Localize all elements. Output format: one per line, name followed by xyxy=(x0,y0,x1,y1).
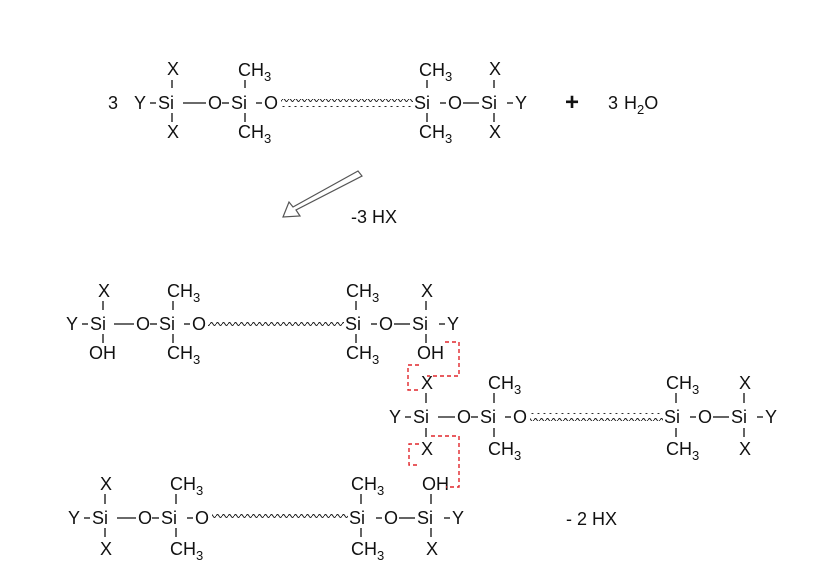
atom-Si: Si xyxy=(731,407,747,427)
atom-Si: Si xyxy=(158,93,174,113)
middle-chain: Y Si X X O Si CH3 CH3 O Si CH3 CH3 O Si … xyxy=(389,373,777,463)
atom-Si: Si xyxy=(90,314,106,334)
atom-O: O xyxy=(457,407,471,427)
polymer-chain xyxy=(212,514,348,522)
atom-O: O xyxy=(379,314,393,334)
hydroxyl-group: OH xyxy=(89,343,116,363)
atom-Y: Y xyxy=(515,93,527,113)
atom-X: X xyxy=(421,439,433,459)
atom-Si: Si xyxy=(417,508,433,528)
condensation-bracket-upper xyxy=(427,341,460,377)
methyl-group: CH3 xyxy=(351,539,384,563)
atom-X: X xyxy=(167,122,179,142)
hydroxyl-group: OH xyxy=(417,343,444,363)
step1-byproduct: -3 HX xyxy=(351,207,397,227)
atom-Si: Si xyxy=(161,508,177,528)
atom-Si: Si xyxy=(414,93,430,113)
atom-O: O xyxy=(448,93,462,113)
atom-Si: Si xyxy=(413,407,429,427)
atom-Y: Y xyxy=(134,93,146,113)
atom-Si: Si xyxy=(349,508,365,528)
reactant-molecule: 3 Y Si X X O Si CH3 CH3 O Si CH3 CH3 O S… xyxy=(108,59,527,146)
atom-O: O xyxy=(384,508,398,528)
condensation-bracket-upper xyxy=(407,364,419,391)
condensation-bracket-lower xyxy=(408,443,420,466)
atom-X: X xyxy=(489,59,501,79)
methyl-group: CH3 xyxy=(666,439,699,463)
methyl-group: CH3 xyxy=(488,439,521,463)
atom-O: O xyxy=(264,93,278,113)
methyl-group: CH3 xyxy=(346,281,379,305)
methyl-group: CH3 xyxy=(167,281,200,305)
atom-Si: Si xyxy=(345,314,361,334)
atom-O: O xyxy=(208,93,222,113)
atom-Si: Si xyxy=(664,407,680,427)
methyl-group: CH3 xyxy=(351,474,384,498)
methyl-group: CH3 xyxy=(238,122,271,146)
reactant-coefficient: 3 xyxy=(108,93,118,113)
atom-Y: Y xyxy=(68,508,80,528)
atom-O: O xyxy=(195,508,209,528)
upper-chain: Y Si X OH O Si CH3 CH3 O Si CH3 CH3 O Si… xyxy=(66,281,459,367)
polymer-chain xyxy=(281,99,413,107)
atom-Y: Y xyxy=(765,407,777,427)
methyl-group: CH3 xyxy=(170,539,203,563)
methyl-group: CH3 xyxy=(666,373,699,397)
polymer-chain xyxy=(530,413,663,421)
methyl-group: CH3 xyxy=(167,343,200,367)
atom-X: X xyxy=(489,122,501,142)
reaction-arrow xyxy=(282,170,363,218)
atom-X: X xyxy=(421,373,433,393)
hydroxyl-group: OH xyxy=(422,474,449,494)
atom-O: O xyxy=(192,314,206,334)
atom-Y: Y xyxy=(452,508,464,528)
condensation-bracket-lower xyxy=(431,435,460,488)
atom-X: X xyxy=(421,281,433,301)
atom-X: X xyxy=(739,373,751,393)
atom-O: O xyxy=(136,314,150,334)
atom-Si: Si xyxy=(481,93,497,113)
atom-Si: Si xyxy=(231,93,247,113)
plus-sign: + xyxy=(565,89,579,116)
atom-X: X xyxy=(100,474,112,494)
atom-X: X xyxy=(100,539,112,559)
methyl-group: CH3 xyxy=(419,122,452,146)
atom-Si: Si xyxy=(92,508,108,528)
atom-O: O xyxy=(138,508,152,528)
atom-Si: Si xyxy=(412,314,428,334)
atom-X: X xyxy=(739,439,751,459)
atom-Y: Y xyxy=(389,407,401,427)
polymer-chain xyxy=(208,320,344,328)
atom-X: X xyxy=(98,281,110,301)
atom-X: X xyxy=(426,539,438,559)
lower-chain: Y Si X X O Si CH3 CH3 O Si CH3 CH3 O Si … xyxy=(68,474,464,563)
atom-Y: Y xyxy=(66,314,78,334)
atom-Y: Y xyxy=(447,314,459,334)
step2-byproduct: - 2 HX xyxy=(566,509,617,529)
atom-Si: Si xyxy=(480,407,496,427)
methyl-group: CH3 xyxy=(419,60,452,84)
methyl-group: CH3 xyxy=(170,474,203,498)
atom-O: O xyxy=(513,407,527,427)
methyl-group: CH3 xyxy=(346,343,379,367)
atom-Si: Si xyxy=(159,314,175,334)
atom-O: O xyxy=(698,407,712,427)
methyl-group: CH3 xyxy=(238,60,271,84)
methyl-group: CH3 xyxy=(488,373,521,397)
atom-X: X xyxy=(167,59,179,79)
